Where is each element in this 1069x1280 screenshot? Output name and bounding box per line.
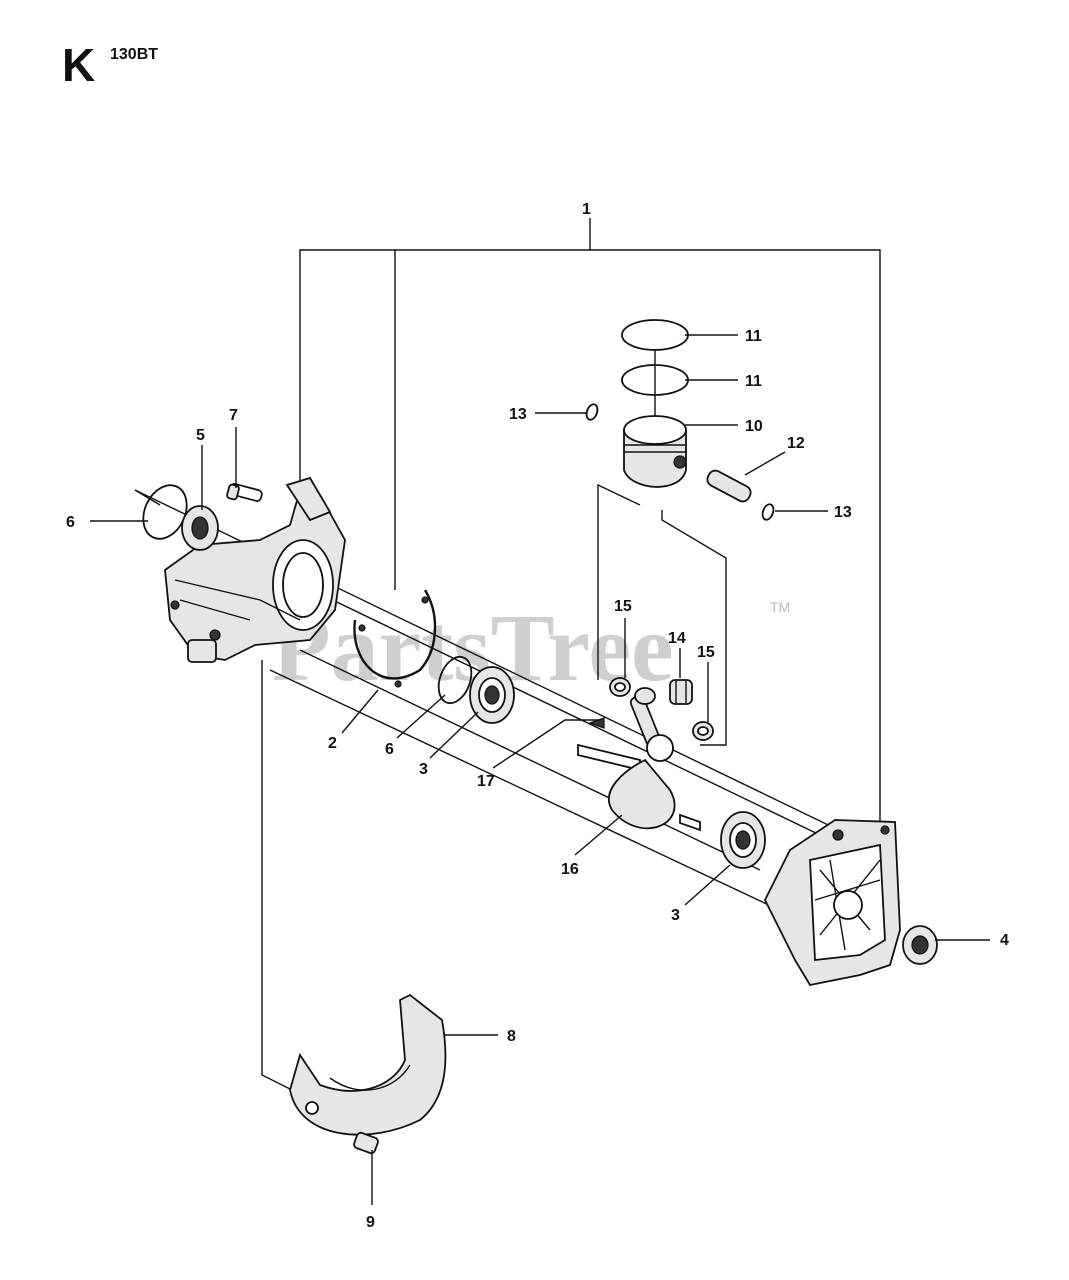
- callout-14: 14: [668, 630, 686, 647]
- callout-15-lower: 15: [697, 644, 715, 661]
- callout-10: 10: [745, 418, 763, 435]
- callout-5: 5: [196, 427, 205, 444]
- model-number: 130BT: [110, 46, 159, 63]
- bearing-center: [469, 666, 515, 724]
- shield-item-8: [289, 993, 447, 1136]
- bearing-seal-left: [181, 505, 219, 551]
- callout-12: 12: [787, 435, 805, 452]
- leader-lines: [90, 334, 990, 1205]
- callout-1: 1: [582, 201, 591, 218]
- callout-3-right: 3: [671, 907, 680, 924]
- washer-lower: [692, 721, 714, 741]
- screw-item-9: [353, 1131, 379, 1155]
- piston-guide-lines: [597, 350, 727, 746]
- crankshaft: [577, 687, 701, 832]
- bracket-item-1: [299, 218, 881, 828]
- circlip-right: [761, 503, 775, 521]
- watermark-trademark: TM: [770, 599, 790, 615]
- callout-13-right: 13: [834, 504, 852, 521]
- callout-4: 4: [1000, 932, 1009, 949]
- needle-bearing: [669, 679, 693, 705]
- callout-11-upper: 11: [745, 328, 762, 345]
- bearing-right: [720, 811, 766, 869]
- gasket-item-2: [353, 589, 437, 688]
- piston-pin: [706, 469, 752, 503]
- screw-item-7: [226, 483, 263, 502]
- callout-16: 16: [561, 861, 579, 878]
- callout-11-lower: 11: [745, 373, 762, 390]
- crankcase-left-half: [164, 476, 346, 663]
- callout-9: 9: [366, 1214, 375, 1231]
- callout-15-upper: 15: [614, 598, 632, 615]
- piston: [623, 415, 687, 488]
- callout-6-center: 6: [385, 741, 394, 758]
- callout-17: 17: [477, 773, 495, 790]
- section-letter: K: [62, 39, 96, 91]
- circlip-left: [585, 403, 599, 421]
- callout-2: 2: [328, 735, 337, 752]
- washer-upper: [609, 677, 631, 697]
- callout-6-left: 6: [66, 514, 75, 531]
- seal-item-4: [902, 925, 938, 965]
- callout-7: 7: [229, 407, 238, 424]
- callout-3-center: 3: [419, 761, 428, 778]
- callout-8: 8: [507, 1028, 516, 1045]
- retaining-ring-center: [437, 655, 473, 705]
- callout-13-left: 13: [509, 406, 527, 423]
- piston-ring-upper: [621, 319, 689, 351]
- crankcase-right-half: [763, 819, 901, 987]
